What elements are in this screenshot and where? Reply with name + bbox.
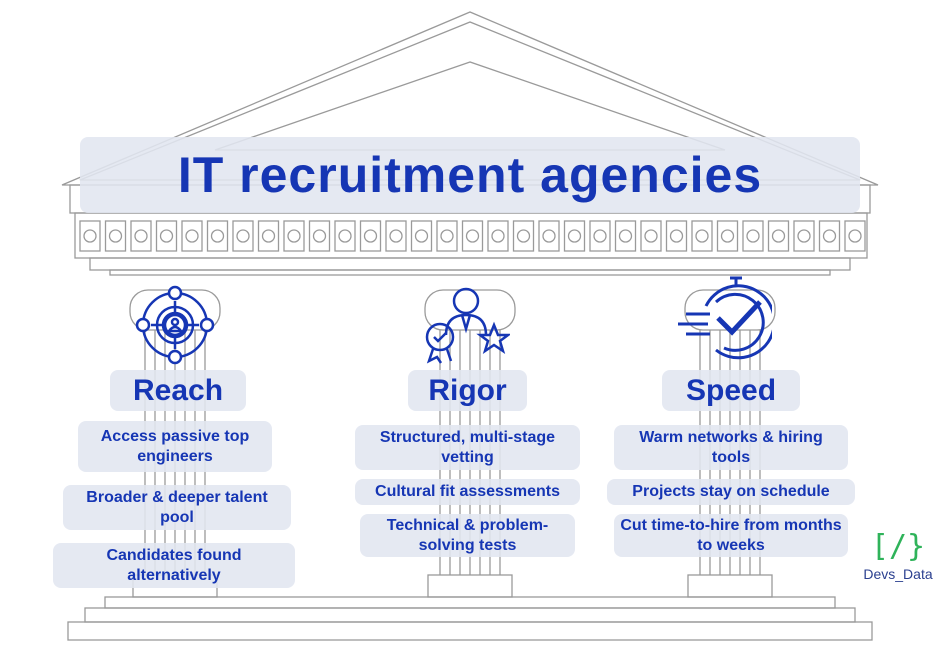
column-base xyxy=(687,574,773,598)
frieze-ornament xyxy=(593,229,607,243)
frieze-ornament xyxy=(848,229,862,243)
frieze-ornament xyxy=(491,229,505,243)
page-title: IT recruitment agencies xyxy=(80,137,860,213)
frieze-ornament xyxy=(257,220,280,252)
frieze-ornament xyxy=(185,229,199,243)
frieze-ornament xyxy=(410,220,433,252)
frieze-ornament xyxy=(695,229,709,243)
bullet-item: Candidates found alternatively xyxy=(53,543,295,588)
frieze-ornament xyxy=(261,229,276,243)
logo-text: Devs_Data xyxy=(863,566,933,582)
frieze-ornament xyxy=(818,220,841,252)
frieze-ornament xyxy=(691,220,713,252)
frieze-ornament xyxy=(210,229,225,243)
frieze-ornament xyxy=(440,229,454,243)
frieze-ornament xyxy=(83,229,97,243)
frieze-ornament xyxy=(159,229,174,243)
frieze-ornament xyxy=(79,220,101,252)
frieze-ornament xyxy=(236,229,250,243)
frieze-ornament xyxy=(640,220,662,252)
frieze-ornament xyxy=(742,220,764,252)
frieze-ornament xyxy=(512,220,535,252)
frieze-ornament xyxy=(104,220,127,252)
pillar-heading-rigor: Rigor xyxy=(408,370,527,411)
frieze-ornament xyxy=(771,229,786,243)
frieze-ornament xyxy=(844,220,866,252)
frieze-ornament xyxy=(338,229,352,243)
pillar-heading-reach: Reach xyxy=(110,370,246,411)
frieze-ornament xyxy=(414,229,429,243)
frieze-ornament xyxy=(669,229,684,243)
pillar-heading-speed: Speed xyxy=(662,370,800,411)
frieze-ornament xyxy=(287,229,301,243)
frieze-ornament xyxy=(793,220,815,252)
frieze-ornament xyxy=(130,220,152,252)
frieze-ornament xyxy=(487,220,509,252)
frieze-ornament xyxy=(567,229,582,243)
devsdata-logo: [/} Devs_Data xyxy=(858,529,938,583)
bullet-item: Projects stay on schedule xyxy=(607,479,855,505)
bullet-item: Cultural fit assessments xyxy=(355,479,580,505)
logo-mark: [/} xyxy=(870,529,926,564)
frieze-ornament xyxy=(614,220,637,252)
frieze-ornament xyxy=(822,229,837,243)
frieze-ornament xyxy=(283,220,305,252)
frieze-ornament xyxy=(363,229,378,243)
frieze-ornament xyxy=(618,229,633,243)
frieze-ornament xyxy=(746,229,760,243)
frieze-ornament xyxy=(563,220,586,252)
frieze-ornament xyxy=(312,229,327,243)
frieze-ornament xyxy=(720,229,735,243)
bullet-item: Technical & problem-solving tests xyxy=(360,514,575,557)
base-step xyxy=(104,596,836,609)
frieze-ornament xyxy=(538,220,560,252)
bullet-item: Structured, multi-stage vetting xyxy=(355,425,580,470)
frieze-ornament xyxy=(461,220,484,252)
frieze-ornament xyxy=(516,229,531,243)
frieze-ornament xyxy=(155,220,178,252)
frieze-ornament xyxy=(206,220,229,252)
person-award-star-icon xyxy=(425,287,510,364)
frieze-ornament xyxy=(542,229,556,243)
frieze-ornament xyxy=(665,220,688,252)
frieze-ornament xyxy=(797,229,811,243)
frieze-ornament xyxy=(334,220,356,252)
frieze-ornament xyxy=(767,220,790,252)
bullet-item: Cut time-to-hire from months to weeks xyxy=(614,514,848,557)
base-step xyxy=(84,607,856,623)
frieze-ornament xyxy=(181,220,203,252)
bullet-item: Access passive top engineers xyxy=(78,421,272,472)
frieze-ornament xyxy=(465,229,480,243)
frieze-ornament xyxy=(108,229,123,243)
stopwatch-check-icon xyxy=(678,276,772,360)
frieze-ornament xyxy=(308,220,331,252)
frieze-ornament xyxy=(716,220,739,252)
frieze-ornament xyxy=(589,220,611,252)
target-person-icon xyxy=(135,285,215,365)
bullet-item: Warm networks & hiring tools xyxy=(614,425,848,470)
frieze-ornament xyxy=(644,229,658,243)
frieze-ornament xyxy=(385,220,407,252)
bullet-item: Broader & deeper talent pool xyxy=(63,485,291,530)
frieze-ornament xyxy=(134,229,148,243)
frieze-ornament xyxy=(232,220,254,252)
frieze-ornament xyxy=(389,229,403,243)
frieze-ornament xyxy=(359,220,382,252)
frieze-ornament xyxy=(436,220,458,252)
base-step xyxy=(67,621,873,641)
column-base xyxy=(427,574,513,598)
